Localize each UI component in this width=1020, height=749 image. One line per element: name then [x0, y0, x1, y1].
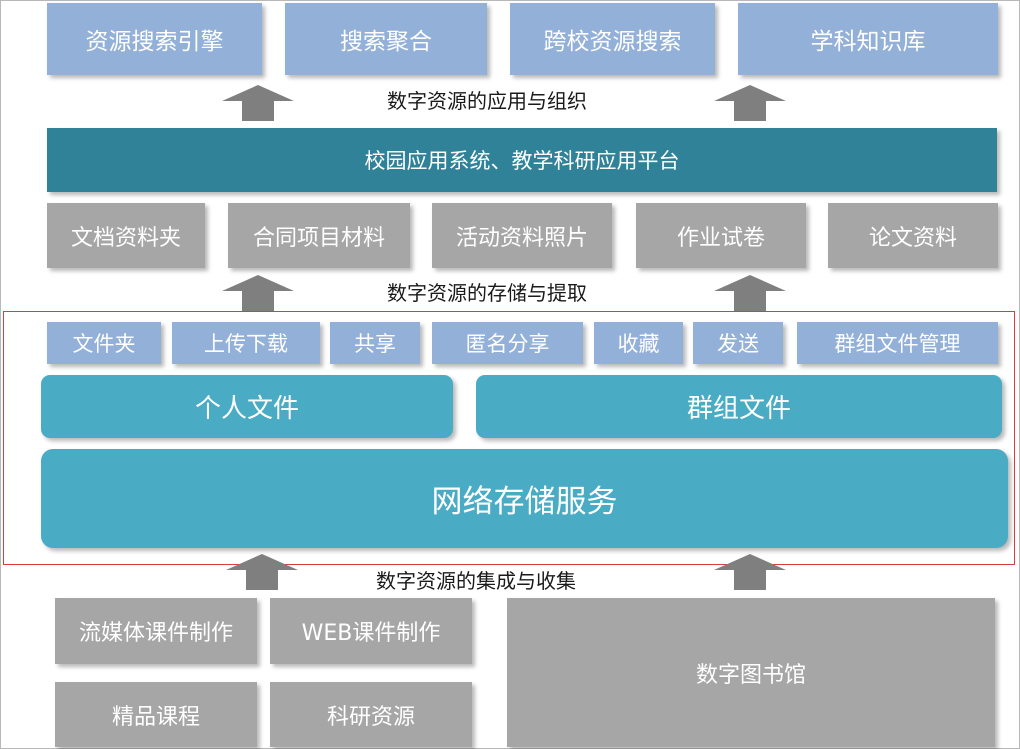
- label-integration-collection: 数字资源的集成与收集: [376, 569, 576, 593]
- function-anonymous-share: 匿名分享: [432, 322, 583, 364]
- material-activity-photos: 活动资料照片: [432, 203, 612, 268]
- up-arrow-icon: [222, 275, 294, 311]
- campus-platform-bar: 校园应用系统、教学科研应用平台: [47, 128, 997, 192]
- up-arrow-icon: [714, 554, 786, 590]
- app-cross-school-search: 跨校资源搜索: [510, 3, 715, 75]
- function-share: 共享: [330, 322, 420, 364]
- up-arrow-icon: [714, 275, 786, 311]
- digital-library-box: 数字图书馆: [507, 598, 995, 747]
- material-homework-exams: 作业试卷: [636, 203, 806, 268]
- app-subject-knowledge-base: 学科知识库: [738, 3, 998, 75]
- source-streaming-courseware: 流媒体课件制作: [55, 598, 257, 664]
- function-group-file-management: 群组文件管理: [797, 322, 998, 364]
- function-upload-download: 上传下载: [172, 322, 320, 364]
- source-quality-courses: 精品课程: [55, 682, 257, 747]
- personal-files-box: 个人文件: [41, 375, 453, 438]
- app-search-aggregation: 搜索聚合: [285, 3, 487, 75]
- material-document-folder: 文档资料夹: [47, 203, 205, 268]
- label-storage-extraction: 数字资源的存储与提取: [387, 281, 587, 305]
- material-papers: 论文资料: [828, 203, 998, 268]
- material-contract-project: 合同项目材料: [228, 203, 410, 268]
- function-favorite: 收藏: [594, 322, 683, 364]
- source-web-courseware: WEB课件制作: [270, 598, 472, 664]
- network-storage-service-box: 网络存储服务: [41, 449, 1008, 548]
- function-send: 发送: [693, 322, 783, 364]
- up-arrow-icon: [714, 85, 786, 121]
- up-arrow-icon: [226, 554, 298, 590]
- group-files-box: 群组文件: [476, 375, 1002, 438]
- app-resource-search-engine: 资源搜索引擎: [47, 3, 262, 75]
- function-folder: 文件夹: [47, 322, 161, 364]
- up-arrow-icon: [222, 85, 294, 121]
- label-application-organization: 数字资源的应用与组织: [387, 89, 587, 113]
- storage-highlight-box: [3, 311, 1015, 565]
- source-research-resources: 科研资源: [270, 682, 472, 747]
